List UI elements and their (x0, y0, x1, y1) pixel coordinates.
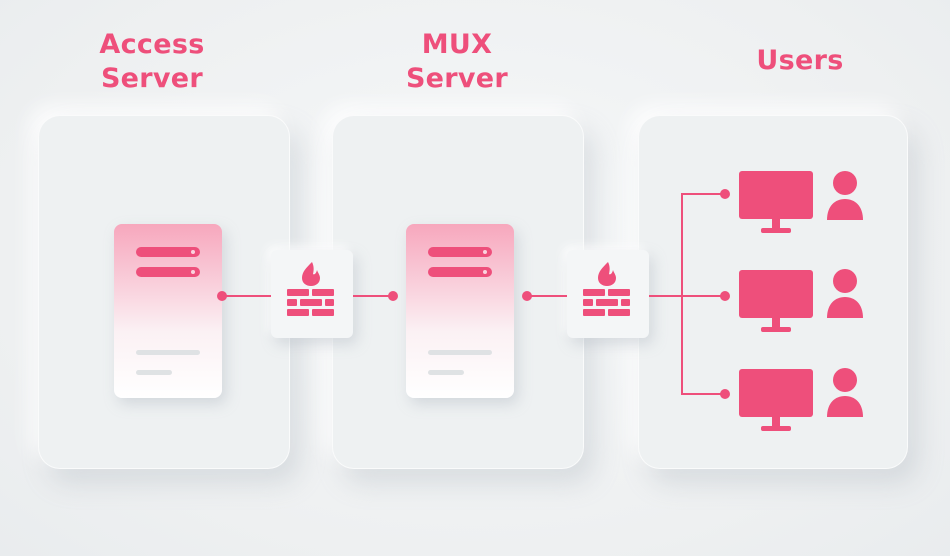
server-text-line (428, 370, 464, 375)
monitor-icon (739, 171, 813, 233)
connector-dot (720, 291, 730, 301)
user-icon (827, 269, 863, 318)
mux-server-icon (406, 224, 514, 398)
server-led-icon (191, 250, 195, 254)
connector-dot (720, 389, 730, 399)
server-led-icon (483, 250, 487, 254)
server-rack-bar (136, 267, 200, 277)
access-server-icon (114, 224, 222, 398)
users-title-line1: Users (756, 45, 844, 76)
mux-server-title: MUX Server (367, 28, 547, 96)
mux-server-title-line2: Server (405, 63, 509, 94)
mux-server-title-line1: MUX (421, 29, 493, 60)
connector-user-branch (681, 193, 725, 395)
server-led-icon (483, 270, 487, 274)
connector-dot (720, 189, 730, 199)
server-rack-bar (428, 267, 492, 277)
connector-dot (388, 291, 398, 301)
users-title: Users (710, 44, 890, 78)
server-text-line (136, 370, 172, 375)
monitor-icon (739, 270, 813, 332)
server-text-line (428, 350, 492, 355)
firewall-icon (583, 262, 630, 316)
server-text-line (136, 350, 200, 355)
firewall-icon (287, 262, 334, 316)
connector-dot (522, 291, 532, 301)
user-icon (827, 171, 863, 220)
access-server-title-line1: Access (99, 29, 205, 60)
access-server-title: Access Server (62, 28, 242, 96)
monitor-icon (739, 369, 813, 431)
server-led-icon (191, 270, 195, 274)
user-icon (827, 368, 863, 417)
access-server-title-line2: Server (100, 63, 204, 94)
server-rack-bar (136, 247, 200, 257)
server-rack-bar (428, 247, 492, 257)
connector-dot (217, 291, 227, 301)
